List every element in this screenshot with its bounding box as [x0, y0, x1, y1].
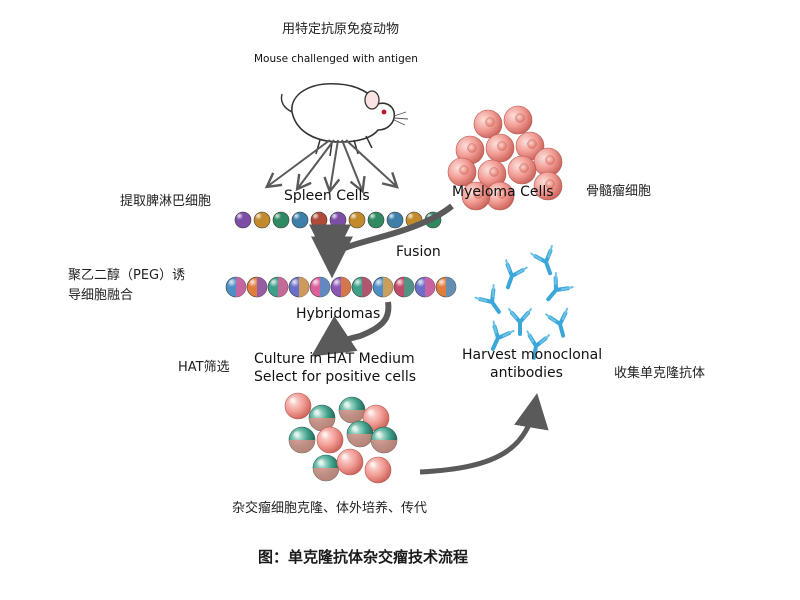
myeloma-cell [507, 155, 537, 185]
myeloma-cell [461, 181, 491, 211]
hybridoma-cell [309, 276, 331, 298]
spleen-cell [386, 211, 404, 229]
selected-cell [362, 404, 390, 432]
hybridoma-cell [225, 276, 247, 298]
spleen-cell [253, 211, 271, 229]
selected-cell [364, 456, 392, 484]
selected-cell [288, 426, 316, 454]
antibody [505, 259, 528, 290]
hybridoma-cell [288, 276, 310, 298]
antibody [530, 245, 553, 276]
hybridoma-cell [246, 276, 268, 298]
selected-cell [338, 396, 366, 424]
spleen-cell [291, 211, 309, 229]
spleen-zh-label: 提取脾淋巴细胞 [120, 194, 212, 209]
harvest-label-line2: antibodies [490, 365, 563, 381]
peg-label-line2: 导细胞融合 [68, 288, 134, 303]
harvest-zh-label: 收集单克隆抗体 [614, 366, 706, 381]
culture-label-line2: Select for positive cells [254, 369, 417, 385]
spleen-cell [272, 211, 290, 229]
immunize-label: 用特定抗原免疫动物 [282, 22, 400, 37]
spleen-cell [310, 211, 328, 229]
mouse-icon [280, 83, 409, 157]
myeloma-cells-label: Myeloma Cells [452, 184, 554, 200]
selected-cell-cluster [284, 392, 398, 484]
hybridoma-cell [330, 276, 352, 298]
antibody [508, 308, 532, 336]
myeloma-cell [473, 109, 503, 139]
hybridoma-cell [435, 276, 457, 298]
myeloma-cell [503, 105, 533, 135]
myeloma-cell [533, 171, 563, 201]
antibody [545, 307, 569, 338]
hybridoma-cell [351, 276, 373, 298]
clone-label: 杂交瘤细胞克隆、体外培养、传代 [232, 501, 428, 516]
myeloma-zh-label: 骨髓瘤细胞 [586, 184, 652, 199]
peg-label-line1: 聚乙二醇（PEG）诱 [68, 268, 186, 283]
hybridoma-cell-row [225, 276, 457, 298]
myeloma-cell [485, 181, 515, 211]
selected-cell [316, 426, 344, 454]
hybridoma-cell [267, 276, 289, 298]
antibody [546, 271, 574, 302]
selected-cell [308, 404, 336, 432]
spleen-cell [348, 211, 366, 229]
spleen-cell [234, 211, 252, 229]
hybridoma-cell [372, 276, 394, 298]
selected-cell [284, 392, 312, 420]
myeloma-cell [533, 147, 563, 177]
antibody [474, 284, 501, 314]
myeloma-cell [485, 133, 515, 163]
harvest-label-line1: Harvest monoclonal [462, 347, 603, 363]
selected-cell [346, 420, 374, 448]
myeloma-cell [447, 157, 477, 187]
antibody [490, 320, 515, 351]
spleen-arrows [264, 139, 399, 194]
antibody [526, 330, 551, 360]
harvest-arrow [419, 393, 549, 475]
hybridoma-cell [393, 276, 415, 298]
fusion-label: Fusion [396, 244, 441, 260]
myeloma-cell-cluster [447, 105, 563, 211]
spleen-cell [367, 211, 385, 229]
mouse-label: Mouse challenged with antigen [254, 53, 418, 65]
hat-label: HAT筛选 [178, 360, 230, 375]
hybridomas-arrow [311, 301, 392, 357]
hybridoma-cell [414, 276, 436, 298]
selected-cell [336, 448, 364, 476]
figure-caption: 图：单克隆抗体杂交瘤技术流程 [258, 548, 469, 566]
hybridomas-label: Hybridomas [296, 306, 381, 322]
spleen-cell [329, 211, 347, 229]
antibody-icon [474, 245, 574, 360]
myeloma-cell [477, 159, 507, 189]
selected-cell [312, 454, 340, 482]
spleen-cells-label: Spleen Cells [284, 188, 370, 204]
selected-cell [370, 426, 398, 454]
culture-label-line1: Culture in HAT Medium [254, 351, 415, 367]
